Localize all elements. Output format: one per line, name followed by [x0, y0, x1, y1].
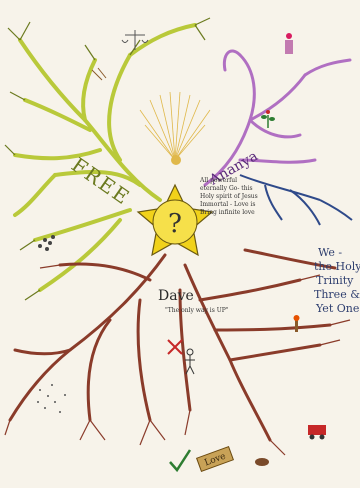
- center-note-line: Immortal - Love is: [200, 201, 255, 208]
- bird-doodle-icon: [255, 458, 269, 466]
- side-note-line: Yet One: [315, 302, 359, 315]
- center-note-line: Holy spirit of Jesus: [200, 193, 258, 200]
- side-note-line: We -: [318, 246, 342, 259]
- side-note-line: Three &: [314, 288, 360, 301]
- sunburst-center: [171, 155, 181, 165]
- dave-branch-subtitle: "The only way is UP": [165, 307, 229, 314]
- vase-doodle-icon: [285, 33, 293, 54]
- center-note-line: All powerful: [199, 177, 237, 184]
- question-mark-icon: ?: [168, 209, 182, 239]
- dave-branch-label: Dave: [158, 288, 194, 304]
- center-note-line: Bring infinite love: [200, 209, 255, 216]
- center-note-line: eternally Go- this: [200, 185, 253, 192]
- side-note-line: the Holy: [314, 260, 360, 273]
- side-note-line: Trinity: [316, 274, 354, 287]
